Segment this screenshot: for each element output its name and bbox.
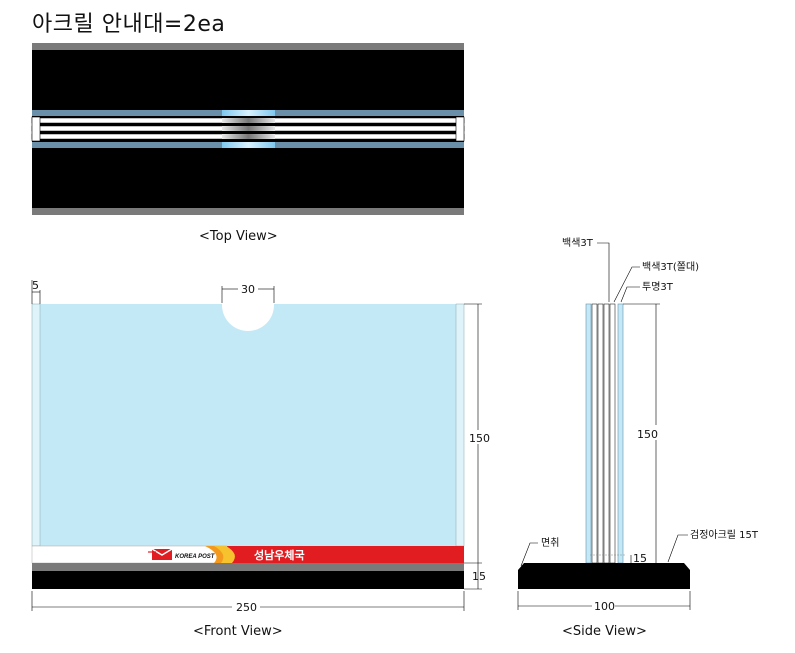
korea-post-logo-text: KOREA POST <box>175 554 216 560</box>
front-base-cap <box>32 563 464 571</box>
office-name: 성남우체국 <box>254 548 305 562</box>
side-view: 백색3T 백색3T(쫄대) 투명3T 150 15 면취 검정아크릴 15T 1… <box>517 237 759 613</box>
dim-side-base: 15 <box>633 552 647 565</box>
label-clear-3t: 투명3T <box>642 281 674 293</box>
front-left-rail <box>31 303 41 547</box>
label-chamfer: 면취 <box>541 537 559 549</box>
caption-front-view: <Front View> <box>193 624 283 639</box>
side-black-base <box>518 563 690 589</box>
dim-side-width: 100 <box>594 600 615 613</box>
top-view-cap-bottom <box>32 208 464 215</box>
caption-side-view: <Side View> <box>562 624 647 639</box>
front-acrylic-panel <box>32 304 464 546</box>
top-view-notch-2 <box>222 126 275 131</box>
top-view-notch-back <box>222 142 275 148</box>
dim-side-height: 150 <box>637 428 658 441</box>
dim-front-height: 150 <box>469 432 490 445</box>
dim-front-notch: 30 <box>241 283 255 296</box>
dim-front-width: 250 <box>236 601 257 614</box>
side-clear-panel-right <box>617 303 624 564</box>
label-white-3t: 백색3T <box>562 237 594 249</box>
front-right-rail <box>455 303 465 547</box>
side-white-panel-3 <box>603 303 610 564</box>
top-view-right-cap <box>455 116 465 142</box>
side-white-panel-1 <box>591 303 598 564</box>
side-clear-panel-left <box>585 303 592 564</box>
drawing-title: 아크릴 안내대=2ea <box>32 12 226 37</box>
top-view <box>31 43 465 215</box>
front-notch <box>222 303 274 331</box>
side-white-panel-2 <box>597 303 604 564</box>
top-view-notch-1 <box>222 118 275 123</box>
dim-front-edge: 5 <box>32 279 39 292</box>
label-black-acrylic: 검정아크릴 15T <box>690 528 759 541</box>
caption-top-view: <Top View> <box>199 229 278 244</box>
top-view-left-cap <box>31 116 41 142</box>
label-white-3t-strip: 백색3T(쫄대) <box>642 261 699 273</box>
top-view-cap-top <box>32 43 464 50</box>
front-view: KOREA POST 성남우체국 5 30 150 15 250 <box>31 279 490 614</box>
front-base-black <box>32 571 464 589</box>
top-view-notch-3 <box>222 134 275 139</box>
side-white-panel-4 <box>609 303 616 564</box>
top-view-notch-front <box>222 110 275 116</box>
korea-post-logo-icon <box>148 548 173 560</box>
dim-front-base: 15 <box>472 570 486 583</box>
